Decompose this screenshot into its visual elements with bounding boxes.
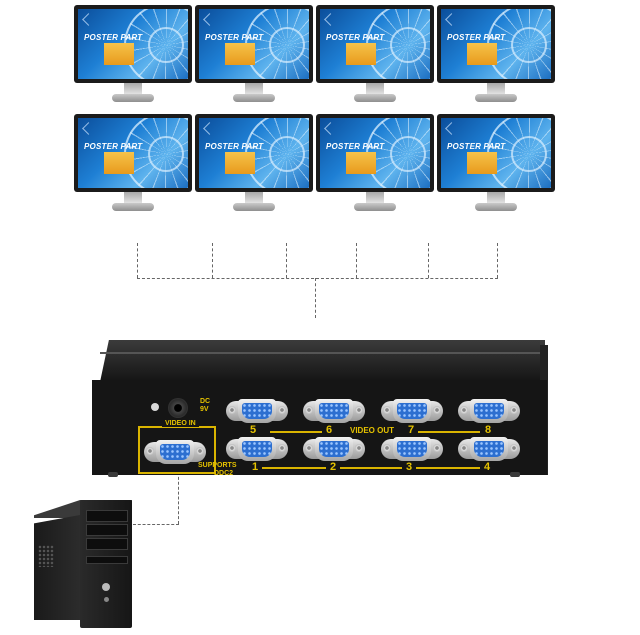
vga-output-port-2[interactable] (303, 437, 365, 461)
video-out-label: VIDEO OUT (350, 426, 395, 435)
dc-power-jack (168, 398, 188, 418)
supports-label: SUPPORTS (198, 462, 237, 469)
monitor-screen: POSTER PART (441, 9, 551, 79)
video-in-label: VIDEO IN (162, 420, 199, 427)
port-number-4: 4 (484, 461, 491, 473)
monitor-screen: POSTER PART (78, 118, 188, 188)
vga-output-port-6[interactable] (303, 399, 365, 423)
vga-output-port-8[interactable] (458, 399, 520, 423)
port-number-5: 5 (250, 424, 257, 436)
video-in-frame: VIDEO IN (138, 420, 216, 474)
poster-title: POSTER PART (205, 142, 264, 151)
monitor-8: POSTER PART (437, 114, 555, 214)
port-number-1: 1 (252, 461, 259, 473)
monitor-1: POSTER PART (74, 5, 192, 105)
port-number-7: 7 (408, 424, 415, 436)
vga-output-port-1[interactable] (226, 437, 288, 461)
poster-title: POSTER PART (326, 142, 385, 151)
monitor-screen: POSTER PART (199, 9, 309, 79)
vga-output-port-5[interactable] (226, 399, 288, 423)
vent-grille (38, 545, 54, 567)
ddc-label: DDC2 (214, 470, 234, 477)
vga-output-port-3[interactable] (381, 437, 443, 461)
poster-title: POSTER PART (84, 142, 143, 151)
monitor-2: POSTER PART (195, 5, 313, 105)
port-number-2: 2 (330, 461, 337, 473)
monitor-screen: POSTER PART (199, 118, 309, 188)
monitor-3: POSTER PART (316, 5, 434, 105)
vga-output-port-7[interactable] (381, 399, 443, 423)
vga-output-port-4[interactable] (458, 437, 520, 461)
vga-input-port[interactable] (144, 440, 206, 464)
poster-title: POSTER PART (447, 33, 506, 42)
reset-button[interactable] (104, 597, 109, 602)
monitor-5: POSTER PART (74, 114, 192, 214)
monitor-screen: POSTER PART (78, 9, 188, 79)
port-number-8: 8 (485, 424, 492, 436)
monitor-4: POSTER PART (437, 5, 555, 105)
monitor-screen: POSTER PART (441, 118, 551, 188)
poster-title: POSTER PART (205, 33, 264, 42)
port-number-6: 6 (326, 424, 333, 436)
port-number-3: 3 (406, 461, 413, 473)
poster-title: POSTER PART (447, 142, 506, 151)
monitor-screen: POSTER PART (320, 118, 430, 188)
monitor-6: POSTER PART (195, 114, 313, 214)
dc-label: DC 9V (200, 398, 211, 413)
power-button[interactable] (102, 583, 110, 591)
power-led (151, 403, 159, 411)
poster-title: POSTER PART (84, 33, 143, 42)
monitor-7: POSTER PART (316, 114, 434, 214)
poster-title: POSTER PART (326, 33, 385, 42)
monitor-screen: POSTER PART (320, 9, 430, 79)
